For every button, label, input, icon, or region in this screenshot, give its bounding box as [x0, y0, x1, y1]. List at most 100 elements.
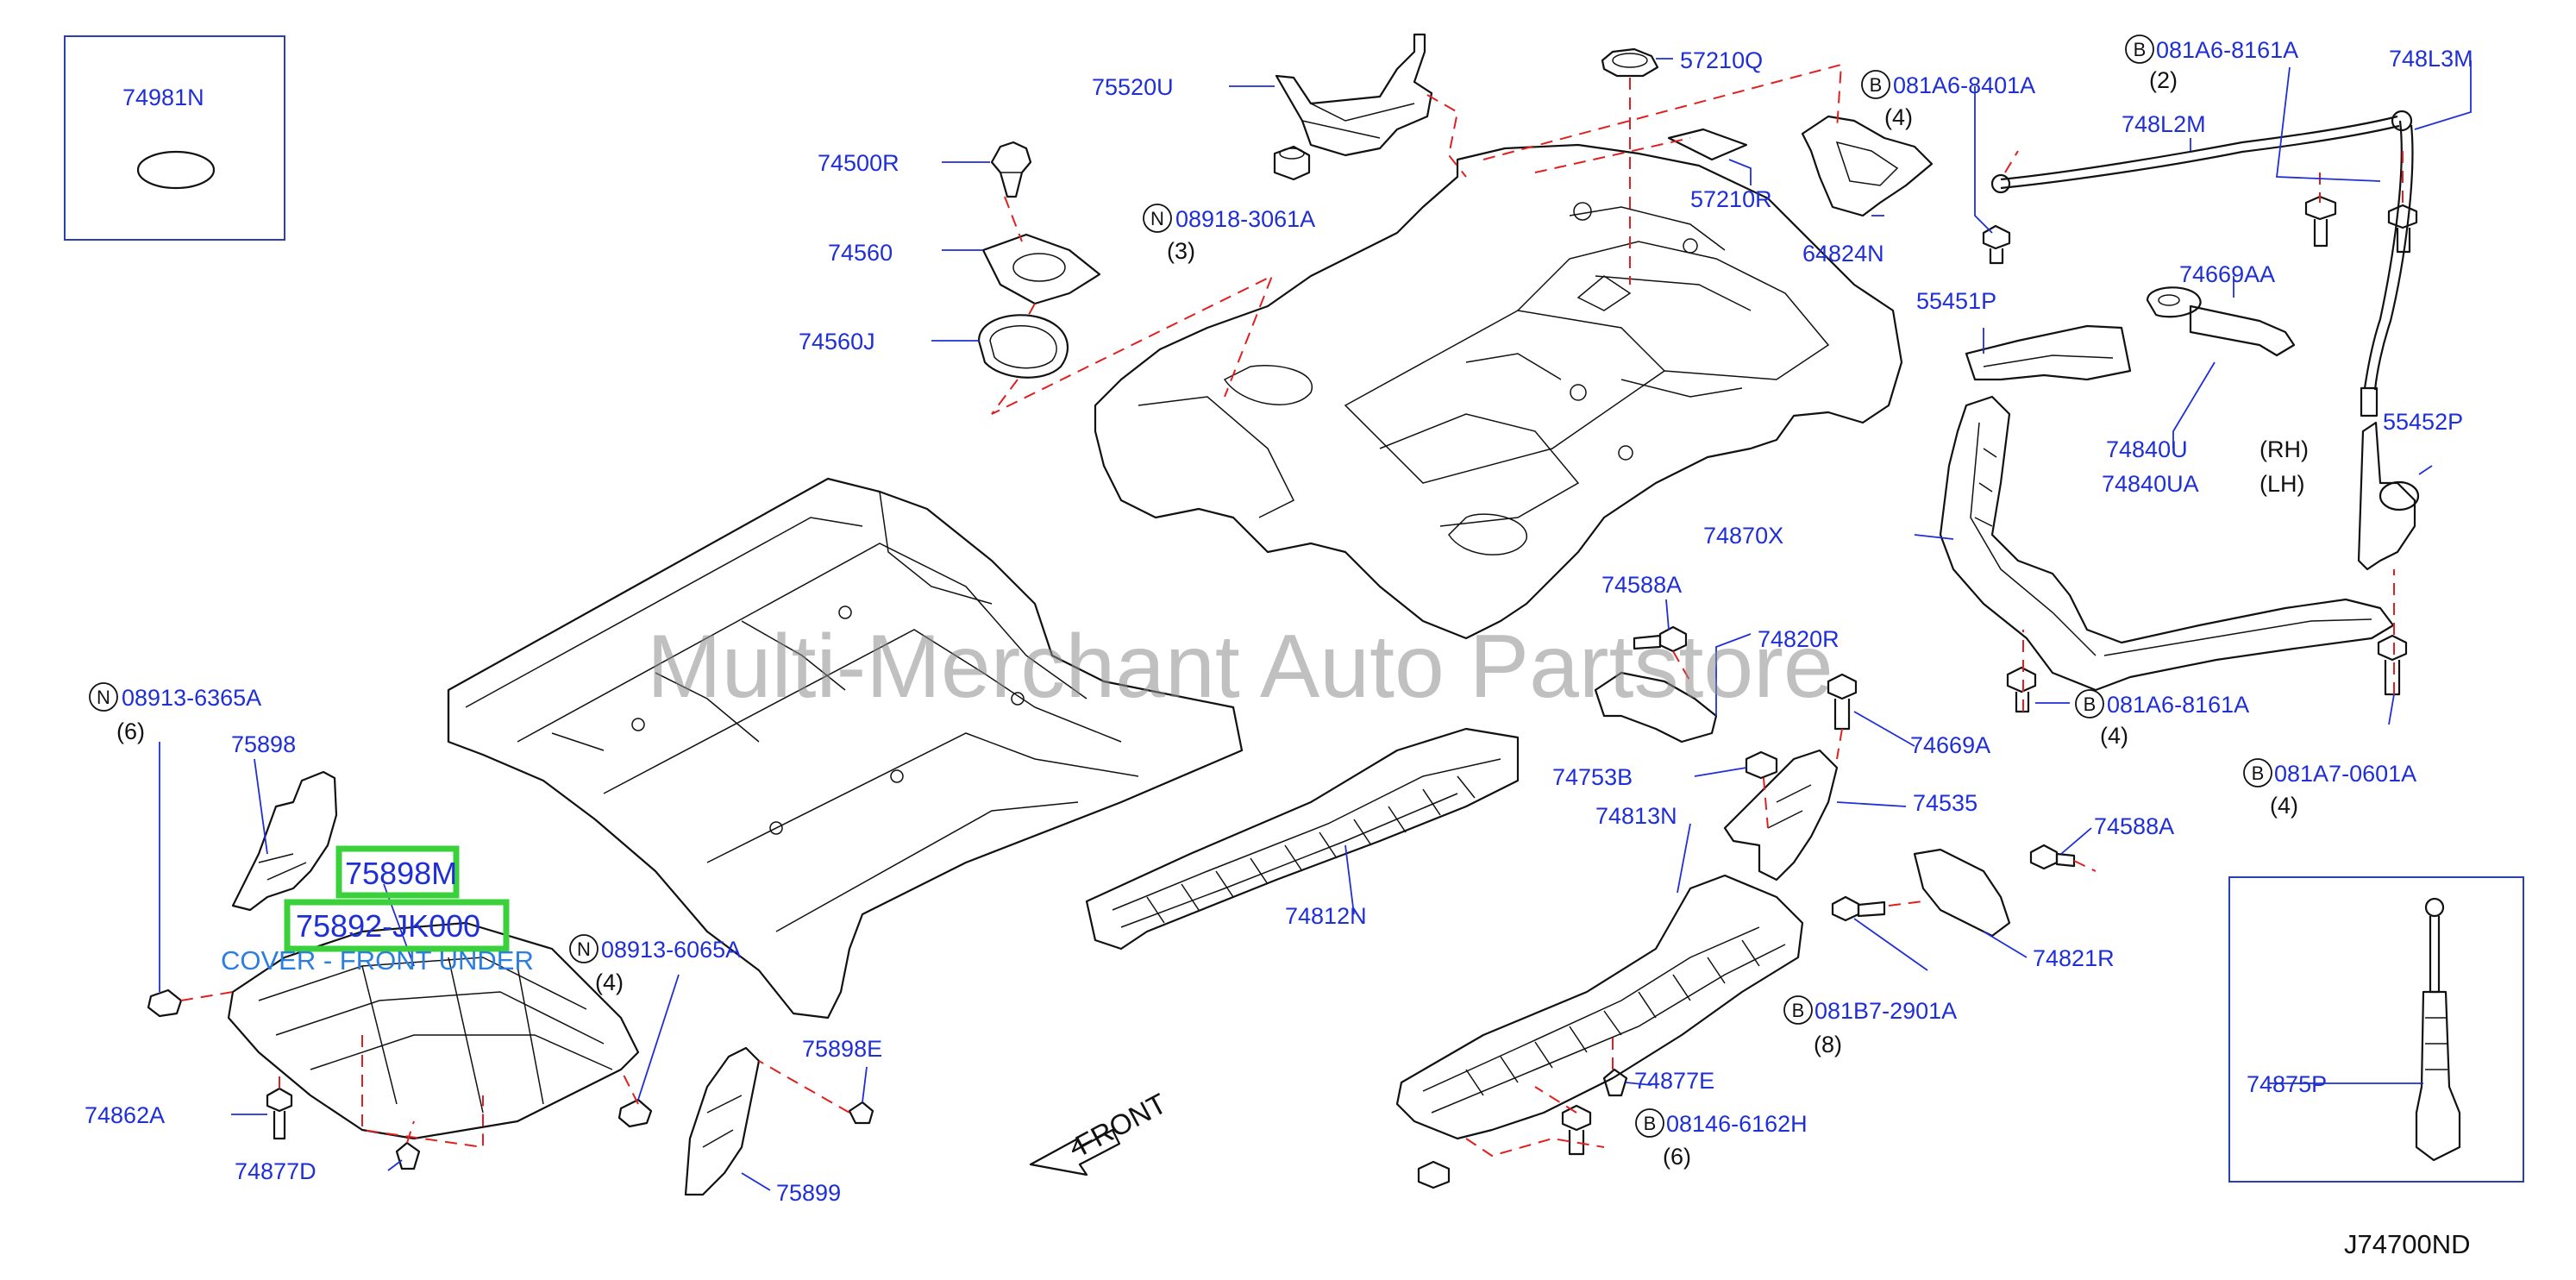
ring-74560J: [977, 314, 1069, 379]
marker-b-081A6-8161A-top: B: [2125, 35, 2154, 64]
label-57210R: 57210R: [1690, 186, 1772, 212]
label-75899: 75899: [776, 1180, 841, 1206]
qty-081A6-8161A-mid: (4): [2100, 723, 2128, 749]
label-748L2M: 748L2M: [2122, 111, 2206, 137]
label-lh: (LH): [2259, 471, 2305, 497]
label-74753B: 74753B: [1552, 764, 1633, 790]
marker-b-081A6-8401A: B: [1861, 70, 1890, 99]
rod-748L2M: [1990, 110, 2413, 194]
front-under-cover-75892: [227, 921, 640, 1140]
label-64824N: 64824N: [1802, 241, 1884, 267]
label-74821R: 74821R: [2033, 945, 2115, 971]
label-081A7-0601A: 081A7-0601A: [2274, 761, 2416, 787]
marker-b-081B7-2901A: B: [1783, 995, 1813, 1025]
label-57210Q: 57210Q: [1680, 47, 1763, 73]
svg-text:B: B: [2084, 693, 2097, 715]
bracket-64824N: [1801, 115, 1934, 217]
label-74669AA: 74669AA: [2179, 261, 2275, 287]
rod-748L3M: [2360, 120, 2414, 417]
marker-b-081A6-8161A-mid: B: [2075, 689, 2104, 718]
highlight-75892[interactable]: 75892-JK000: [284, 899, 510, 952]
bracket-75520U: [1275, 33, 1433, 157]
nut-under-cover: [1417, 1160, 1451, 1189]
svg-text:B: B: [2134, 39, 2147, 60]
label-08913-6365A: 08913-6365A: [122, 685, 261, 711]
label-74588A-2: 74588A: [2094, 813, 2174, 839]
clip-08913-6065A: [617, 1098, 653, 1128]
bracket-55452P: [2357, 421, 2420, 571]
bolt-081A6-8161A-mid: [2006, 666, 2037, 713]
marker-n-08913-6365A: N: [89, 682, 118, 712]
bolt-08146-6162H: [1561, 1104, 1592, 1156]
label-75898: 75898: [231, 731, 296, 757]
cap-57210Q: [1601, 47, 1659, 78]
label-74877E: 74877E: [1634, 1068, 1714, 1094]
label-75892-JK000: 75892-JK000: [296, 908, 480, 944]
qty-081A7-0601A: (4): [2270, 793, 2298, 819]
label-75898M: 75898M: [345, 856, 457, 891]
plate-74560: [981, 233, 1101, 305]
label-55452P: 55452P: [2383, 409, 2463, 435]
label-75898E: 75898E: [802, 1036, 882, 1062]
svg-text:B: B: [2252, 762, 2265, 784]
label-081A6-8401A: 081A6-8401A: [1893, 72, 2035, 98]
label-74877D: 74877D: [235, 1158, 317, 1184]
highlight-75898M[interactable]: 75898M: [335, 845, 460, 899]
label-74981N: 74981N: [122, 85, 204, 110]
label-74560: 74560: [828, 240, 893, 266]
rear-floor-panel: [1094, 143, 1903, 640]
label-74840UA: 74840UA: [2102, 471, 2199, 497]
diagram-code: J74700ND: [2344, 1229, 2470, 1259]
watermark: Multi-Merchant Auto Partstore: [647, 617, 1833, 717]
label-74588A-1: 74588A: [1601, 572, 1682, 598]
grommet-74981N: [136, 150, 216, 190]
bolt-081B7-2901A: [1831, 895, 1886, 922]
svg-text:N: N: [577, 938, 591, 960]
label-55451P: 55451P: [1916, 288, 1996, 314]
bracket-74535: [1723, 749, 1839, 882]
clip-75898E: [848, 1101, 874, 1125]
label-74669A: 74669A: [1910, 732, 1990, 758]
marker-n-08913-6065A: N: [569, 934, 599, 963]
bracket-75898: [231, 770, 338, 912]
pad-57210R: [1667, 128, 1748, 161]
bracket-75899: [684, 1046, 761, 1196]
label-74840U: 74840U: [2106, 436, 2188, 462]
label-rh: (RH): [2259, 436, 2309, 462]
bracket-55451P: [1965, 324, 2132, 381]
label-75520U: 75520U: [1092, 74, 1174, 100]
bracket-74821R: [1913, 848, 2011, 938]
label-081B7-2901A: 081B7-2901A: [1814, 998, 1957, 1024]
front-label: FRONT: [1070, 1087, 1172, 1161]
label-74535: 74535: [1913, 790, 1977, 816]
label-74870X: 74870X: [1703, 523, 1783, 549]
marker-n-08918-3061A: N: [1143, 204, 1172, 233]
under-cover-74813N: [1395, 874, 1804, 1140]
bolt-081A6-8161A-top-1: [2304, 195, 2337, 248]
clip-74877E: [1602, 1068, 1628, 1097]
label-74875P: 74875P: [2247, 1071, 2327, 1097]
qty-08913-6365A: (6): [116, 718, 145, 744]
svg-text:B: B: [1644, 1113, 1657, 1134]
svg-text:B: B: [1870, 74, 1883, 96]
bolt-081A6-8401A: [1982, 224, 2011, 265]
bolt-74588A-1: [1633, 625, 1688, 653]
bolt-74862A: [266, 1087, 293, 1140]
mount-74669AA: [2146, 286, 2296, 357]
label-08146-6162H: 08146-6162H: [1666, 1111, 1808, 1137]
qty-081B7-2901A: (8): [1814, 1032, 1842, 1057]
label-748L3M: 748L3M: [2389, 46, 2473, 72]
svg-text:B: B: [1792, 1000, 1805, 1021]
clip-74877D: [395, 1141, 421, 1170]
qty-08146-6162H: (6): [1663, 1144, 1691, 1170]
nut-08918-3061A: [1273, 145, 1311, 181]
assembly-lines: [180, 63, 2404, 1158]
clip-08913-6365A: [147, 988, 183, 1018]
label-74862A: 74862A: [85, 1102, 165, 1128]
label-74812N: 74812N: [1285, 903, 1367, 929]
leader-lines: [159, 58, 2472, 1191]
nut-74753B: [1745, 750, 1778, 780]
inset-box-74875P: [2228, 876, 2524, 1183]
marker-b-08146-6162H: B: [1635, 1108, 1664, 1138]
